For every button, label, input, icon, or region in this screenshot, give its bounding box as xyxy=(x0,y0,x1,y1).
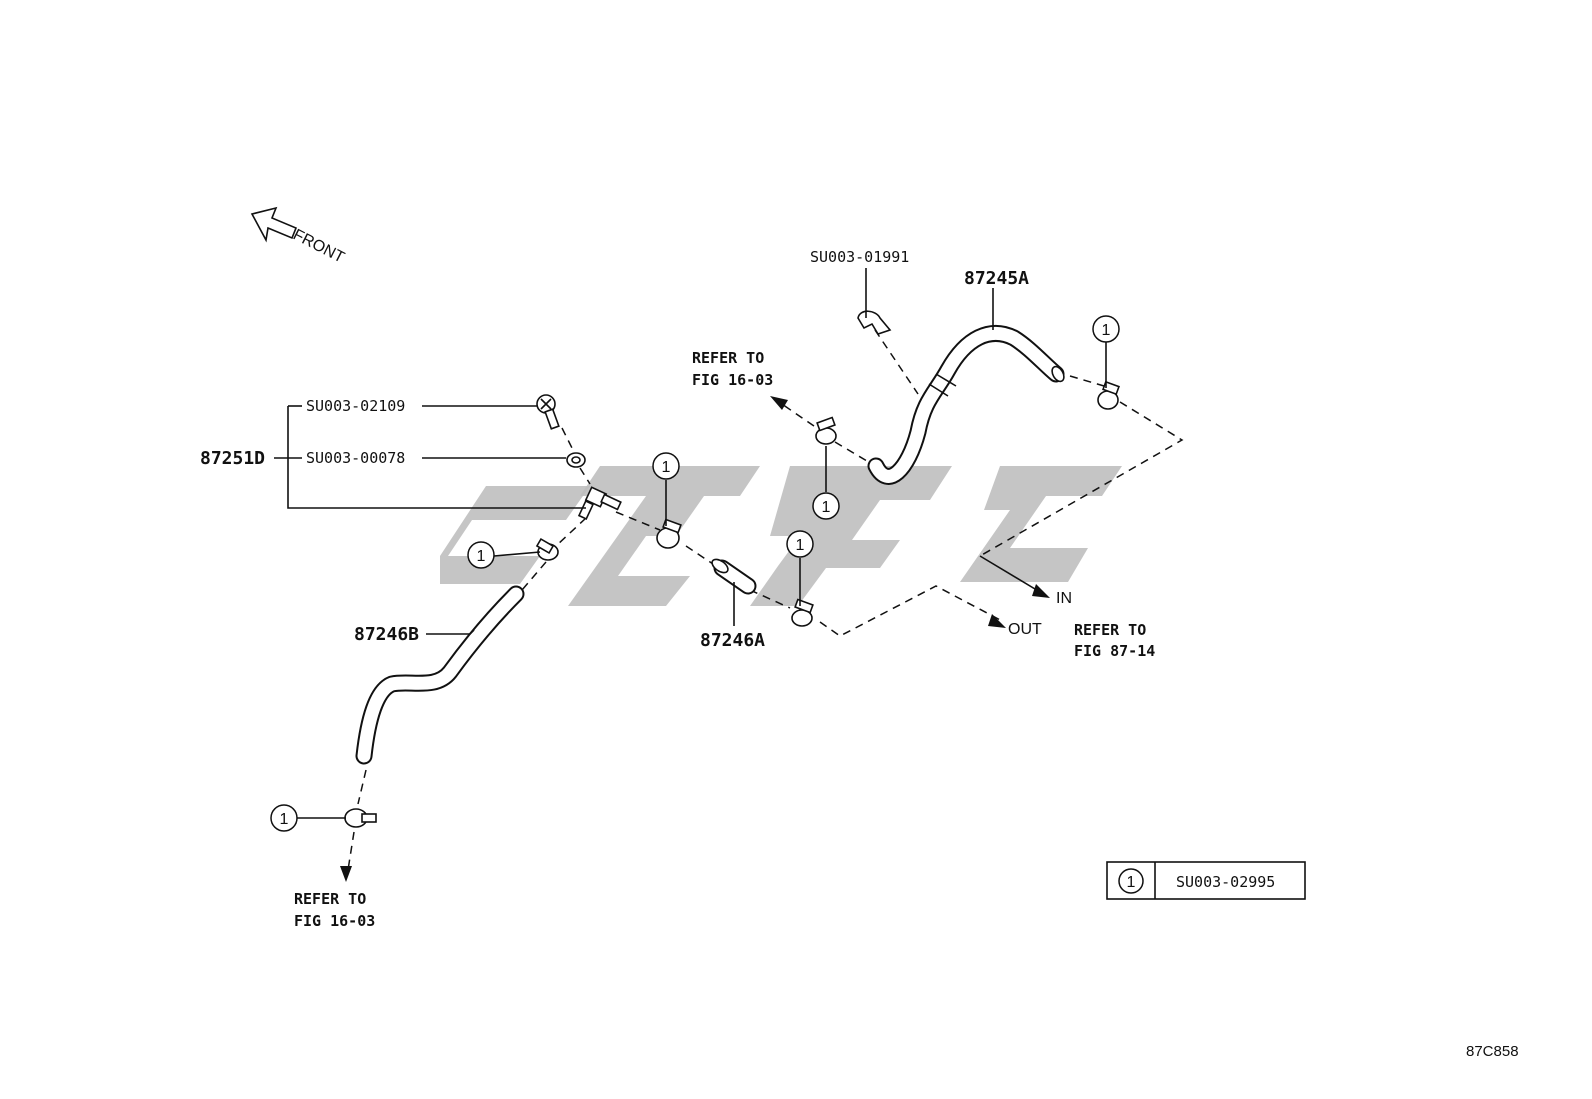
down-arrow-icon xyxy=(340,866,352,882)
code-su003-02109: SU003-02109 xyxy=(306,397,405,415)
part-87251d-label: 87251D xyxy=(200,448,265,469)
hose-87246a xyxy=(711,558,757,595)
watermark xyxy=(440,466,1122,606)
svg-text:1: 1 xyxy=(1102,322,1111,339)
hose-87246b xyxy=(355,585,525,765)
callout-1: 1 xyxy=(812,492,840,520)
clamp-icon xyxy=(344,808,377,828)
flow-in-label: IN xyxy=(1056,590,1072,607)
callout-1: 1 xyxy=(467,541,495,569)
washer-icon xyxy=(566,452,586,468)
clamp-icon xyxy=(656,518,682,549)
ref-bottom-line1: REFER TO xyxy=(294,890,366,908)
code-su003-01991: SU003-01991 xyxy=(810,248,909,266)
code-su003-00078: SU003-00078 xyxy=(306,449,405,467)
in-arrow-icon xyxy=(1032,584,1050,598)
legend-code: SU003-02995 xyxy=(1176,873,1275,891)
clamp-icon xyxy=(1097,380,1120,410)
ref-right-line1: REFER TO xyxy=(1074,621,1146,639)
t-joint-icon xyxy=(577,486,622,521)
callout-1: 1 xyxy=(270,804,298,832)
callout-1: 1 xyxy=(652,452,680,480)
svg-text:1: 1 xyxy=(796,537,805,554)
svg-text:1: 1 xyxy=(662,459,671,476)
dashed-connectors xyxy=(347,329,1184,871)
clamp-icon xyxy=(815,416,837,445)
diagram-code: 87C858 xyxy=(1466,1043,1519,1060)
hose-87245a xyxy=(867,325,1065,485)
svg-text:1: 1 xyxy=(477,548,486,565)
screw-icon xyxy=(536,394,560,430)
clip-icon xyxy=(857,310,892,335)
callout-1: 1 xyxy=(786,530,814,558)
callout-1: 1 xyxy=(1092,315,1120,343)
ref-right-line2: FIG 87-14 xyxy=(1074,642,1155,660)
front-arrow-icon xyxy=(250,206,298,243)
front-label: FRONT xyxy=(290,226,347,266)
arrow-head-icon xyxy=(770,396,788,410)
ref-top-line1: REFER TO xyxy=(692,349,764,367)
ref-bottom-line2: FIG 16-03 xyxy=(294,912,375,930)
ref-top-line2: FIG 16-03 xyxy=(692,371,773,389)
flow-arrows xyxy=(340,396,1050,882)
flow-out-label: OUT xyxy=(1008,621,1042,638)
out-arrow-icon xyxy=(988,614,1006,628)
part-87246b-label: 87246B xyxy=(354,624,419,645)
part-87245a-label: 87245A xyxy=(964,268,1029,289)
svg-text:1: 1 xyxy=(280,811,289,828)
legend-box: 1 SU003-02995 xyxy=(1106,861,1306,900)
part-87246a-label: 87246A xyxy=(700,630,765,651)
leader-lines xyxy=(274,268,1107,819)
legend-number: 1 xyxy=(1127,874,1136,891)
svg-text:1: 1 xyxy=(822,499,831,516)
clamp-icon xyxy=(535,537,559,561)
